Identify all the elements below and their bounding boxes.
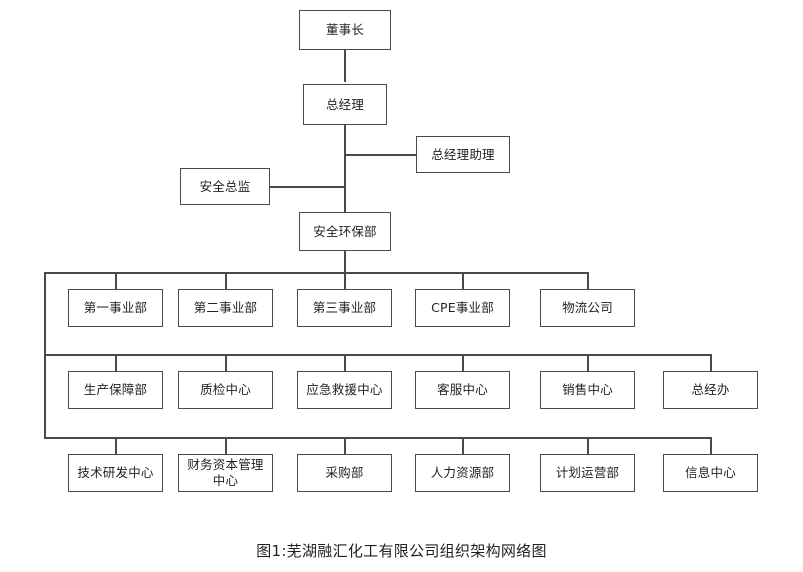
drop-sales-center [587, 354, 589, 371]
drop-customer-service-center [462, 354, 464, 371]
node-sales-center-label: 销售中心 [562, 382, 613, 398]
drop-division-3 [344, 272, 346, 289]
node-chairman[interactable]: 董事长 [299, 10, 391, 50]
node-human-resources-dept[interactable]: 人力资源部 [415, 454, 510, 492]
node-logistics-company[interactable]: 物流公司 [540, 289, 635, 327]
node-procurement-dept-label: 采购部 [325, 465, 364, 481]
connector-gm-trunk [344, 125, 346, 213]
node-gm-assistant[interactable]: 总经理助理 [416, 136, 510, 173]
bus-line-business-units [44, 272, 588, 274]
node-production-support-dept[interactable]: 生产保障部 [68, 371, 163, 409]
drop-tech-rd-center [115, 437, 117, 454]
connector-chairman-to-gm [344, 50, 346, 82]
connector-gm-to-safety-director [270, 186, 345, 188]
node-human-resources-dept-label: 人力资源部 [430, 465, 495, 481]
node-division-2-label: 第二事业部 [193, 300, 258, 316]
node-information-center[interactable]: 信息中心 [663, 454, 758, 492]
node-safety-environment-dept-label: 安全环保部 [313, 223, 377, 239]
node-procurement-dept[interactable]: 采购部 [297, 454, 392, 492]
node-safety-director[interactable]: 安全总监 [180, 168, 270, 205]
drop-finance-capital-mgmt-center [225, 437, 227, 454]
figure-caption: 图1:芜湖融汇化工有限公司组织架构网络图 [256, 542, 547, 560]
bus-line-centers [44, 354, 711, 356]
node-production-support-dept-label: 生产保障部 [83, 382, 148, 398]
node-quality-inspection-center-label: 质检中心 [200, 382, 251, 398]
node-gm-assistant-label: 总经理助理 [431, 146, 495, 162]
node-logistics-company-label: 物流公司 [562, 300, 613, 316]
node-division-3[interactable]: 第三事业部 [297, 289, 392, 327]
drop-gm-office [710, 354, 712, 371]
node-chairman-label: 董事长 [325, 22, 365, 38]
node-planning-operations-dept[interactable]: 计划运营部 [540, 454, 635, 492]
connector-safety-dept-to-bus1 [344, 251, 346, 273]
node-customer-service-center-label: 客服中心 [437, 382, 488, 398]
node-tech-rd-center-label: 技术研发中心 [77, 465, 154, 481]
node-finance-capital-mgmt-center[interactable]: 财务资本管理中心 [178, 454, 273, 492]
drop-division-2 [225, 272, 227, 289]
node-emergency-rescue-center-label: 应急救援中心 [306, 382, 383, 398]
drop-division-1 [115, 272, 117, 289]
node-customer-service-center[interactable]: 客服中心 [415, 371, 510, 409]
drop-production-support-dept [115, 354, 117, 371]
node-gm-office[interactable]: 总经办 [663, 371, 758, 409]
node-gm-office-label: 总经办 [691, 382, 730, 398]
node-sales-center[interactable]: 销售中心 [540, 371, 635, 409]
connector-gm-to-assistant [344, 154, 417, 156]
drop-human-resources-dept [462, 437, 464, 454]
node-information-center-label: 信息中心 [685, 465, 736, 481]
node-general-manager[interactable]: 总经理 [303, 84, 387, 125]
bus-line-functional-departments [44, 437, 711, 439]
node-general-manager-label: 总经理 [325, 96, 365, 112]
node-division-cpe[interactable]: CPE事业部 [415, 289, 510, 327]
drop-emergency-rescue-center [344, 354, 346, 371]
drop-logistics-company [587, 272, 589, 289]
drop-information-center [710, 437, 712, 454]
node-tech-rd-center[interactable]: 技术研发中心 [68, 454, 163, 492]
node-finance-capital-mgmt-center-label: 财务资本管理中心 [187, 457, 264, 488]
drop-quality-inspection-center [225, 354, 227, 371]
node-division-3-label: 第三事业部 [312, 300, 377, 316]
node-division-cpe-label: CPE事业部 [431, 300, 494, 316]
node-emergency-rescue-center[interactable]: 应急救援中心 [297, 371, 392, 409]
drop-procurement-dept [344, 437, 346, 454]
drop-division-cpe [462, 272, 464, 289]
node-division-1-label: 第一事业部 [83, 300, 148, 316]
drop-planning-operations-dept [587, 437, 589, 454]
node-safety-environment-dept[interactable]: 安全环保部 [299, 212, 391, 251]
node-quality-inspection-center[interactable]: 质检中心 [178, 371, 273, 409]
node-division-2[interactable]: 第二事业部 [178, 289, 273, 327]
node-planning-operations-dept-label: 计划运营部 [555, 465, 620, 481]
node-division-1[interactable]: 第一事业部 [68, 289, 163, 327]
node-safety-director-label: 安全总监 [199, 178, 251, 194]
